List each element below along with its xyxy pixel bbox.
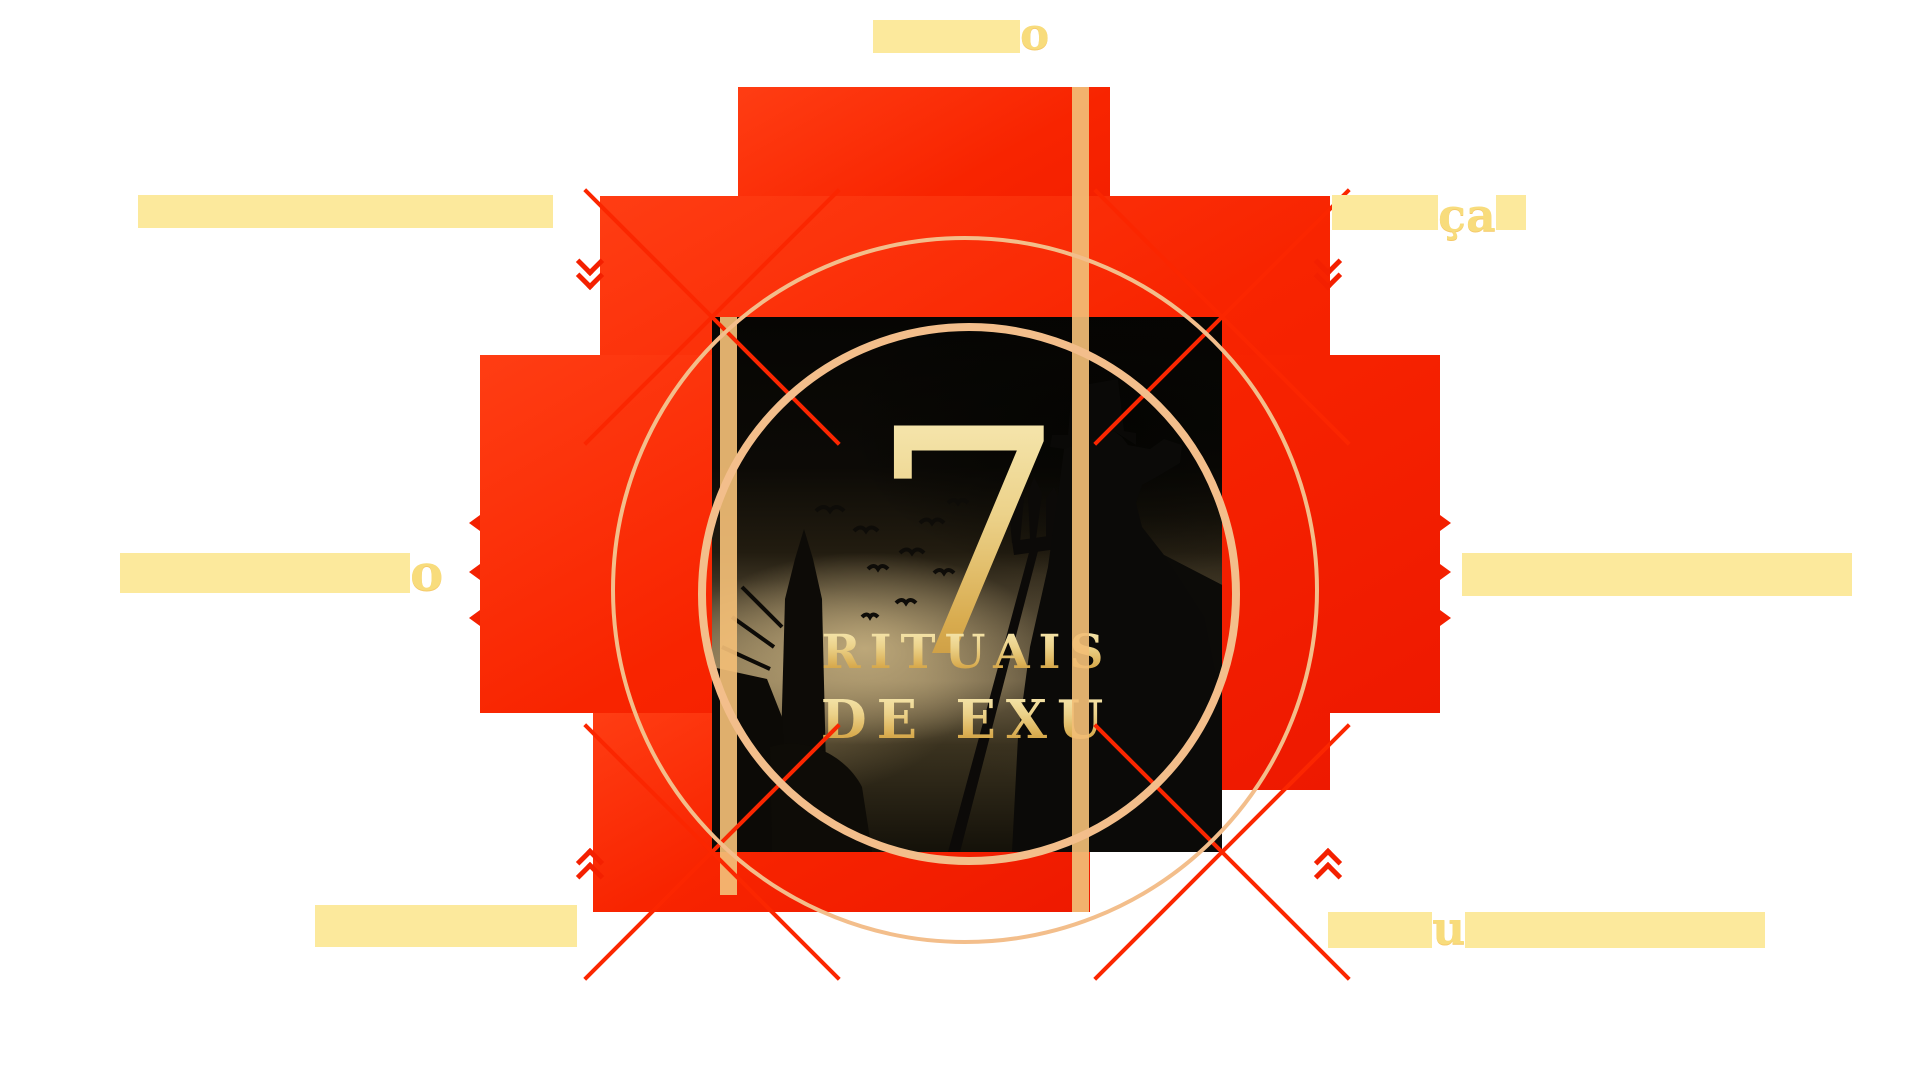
label-masked-bar xyxy=(120,553,410,593)
right-edge-arrow-icon xyxy=(1440,515,1451,531)
ritual-label-middle-left: o xyxy=(120,543,444,602)
label-fragment: o xyxy=(410,543,444,602)
label-masked-bar xyxy=(1465,912,1766,948)
ritual-label-bottom-right: u xyxy=(1328,901,1766,956)
label-masked-bar xyxy=(873,20,1020,53)
label-masked-bar xyxy=(1462,553,1852,596)
label-fragment: u xyxy=(1432,901,1466,956)
label-masked-bar xyxy=(1332,195,1438,230)
outer-gold-circle xyxy=(611,236,1319,944)
ritual-label-bottom-left xyxy=(315,905,577,947)
label-masked-bar xyxy=(138,195,553,228)
inner-gold-circle xyxy=(698,323,1240,865)
ritual-label-upper-right: ça xyxy=(1332,188,1526,243)
label-masked-bar xyxy=(315,905,577,947)
ritual-label-upper-left xyxy=(138,195,553,228)
label-masked-bar xyxy=(1495,195,1526,230)
label-fragment: ça xyxy=(1438,188,1496,243)
label-fragment: o xyxy=(1020,8,1050,60)
right-edge-arrow-icon xyxy=(1440,564,1451,580)
left-edge-arrow-icon xyxy=(469,610,480,626)
right-edge-arrow-icon xyxy=(1440,610,1451,626)
left-edge-arrow-icon xyxy=(469,515,480,531)
ritual-label-top: o xyxy=(873,8,1050,60)
ritual-label-middle-right xyxy=(1462,553,1852,596)
label-masked-bar xyxy=(1328,912,1432,948)
left-edge-arrow-icon xyxy=(469,564,480,580)
